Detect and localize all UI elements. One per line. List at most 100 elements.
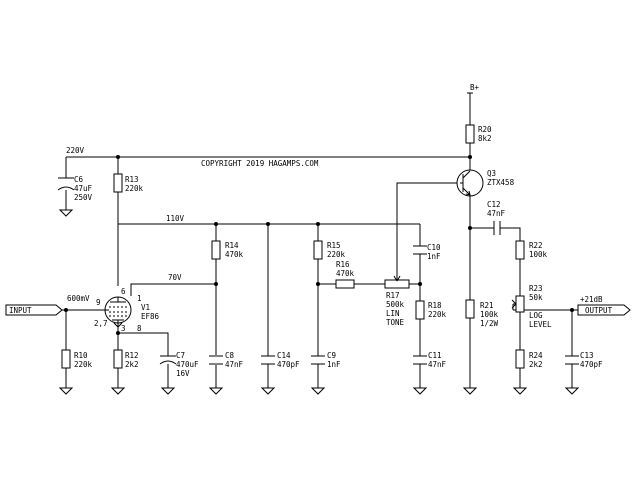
r15-ref: R15 [327,241,341,250]
capacitor-c6 [57,177,75,191]
q3-type: ZTX458 [487,178,515,187]
v1-pin-g3: 8 [137,324,142,333]
c7-value: 470uF [176,360,199,369]
output-port-arrow[interactable] [577,304,631,316]
ground-icon [208,387,224,395]
c6-rating: 250V [74,193,93,202]
v1-pin-g2: 1 [137,294,142,303]
ground-icon [58,387,74,395]
r14-value: 470k [225,250,244,259]
pot-wiper-arrow [393,275,401,282]
r17-value: 500k [386,300,405,309]
junction [116,155,120,159]
capacitor-c10 [413,245,427,255]
rail-220v: 220V [66,146,85,155]
junction [468,226,472,230]
resistor-r21 [465,299,475,319]
c8-ref: C8 [225,351,235,360]
c7-rating: 16V [176,369,190,378]
r24-value: 2k2 [529,360,543,369]
r14-ref: R14 [225,241,239,250]
r21-ref: R21 [480,301,494,310]
r12-ref: R12 [125,351,139,360]
r20-value: 8k2 [478,134,492,143]
capacitors [57,177,579,365]
c9-ref: C9 [327,351,336,360]
r24-ref: R24 [529,351,543,360]
v1-pin-g1: 9 [96,298,101,307]
copyright-text: COPYRIGHT 2019 HAGAMPS.COM [201,159,319,168]
r22-ref: R22 [529,241,543,250]
r16-value: 470k [336,269,355,278]
r23-ref: R23 [529,284,543,293]
input-label[interactable]: INPUT [9,306,32,315]
ground-icon [160,387,176,395]
capacitor-c14 [261,355,275,365]
input-port-arrow[interactable] [5,304,63,316]
resistor-r16 [335,279,355,289]
resistors [61,124,525,369]
c6-value: 47uF [74,184,93,193]
q3-ref: Q3 [487,169,496,178]
c10-value: 1nF [427,252,441,261]
junction [418,282,422,286]
r12-value: 2k2 [125,360,139,369]
pot-wiper-arrow [511,299,517,309]
transistor-q3-ztx458 [456,169,484,197]
r22-value: 100k [529,250,548,259]
ground-icon [310,387,326,395]
resistor-r14 [211,240,221,260]
output-label[interactable]: OUTPUT [585,306,613,315]
junctions [64,155,574,335]
r21-value: 100k [480,310,499,319]
resistor-r22 [515,240,525,260]
junction [316,282,320,286]
resistor-r12 [113,349,123,369]
r10-ref: R10 [74,351,88,360]
rail-70v: 70V [168,273,182,282]
potentiometer-r17 [384,279,410,289]
r23-value: 50k [529,293,543,302]
tube-v1-ef86 [104,296,132,328]
capacitor-c13 [565,355,579,365]
c14-value: 470pF [277,360,300,369]
ground-icon [412,387,428,395]
r17-taper: LIN [386,309,400,318]
r23-taper: LOG [529,311,543,320]
v1-type: EF86 [141,312,160,321]
ground-icon [260,387,276,395]
wires [62,93,578,388]
junction [316,222,320,226]
r17-function: TONE [386,318,405,327]
r10-value: 220k [74,360,93,369]
output-level-label: +21dB [580,295,603,304]
resistor-r20 [465,124,475,144]
ground-icon [58,209,74,217]
junction [468,155,472,159]
r21-rating: 1/2W [480,319,499,328]
r23-function: LEVEL [529,320,552,329]
junction [214,222,218,226]
rail-b-plus: B+ [470,83,480,92]
capacitor-c9 [311,355,325,365]
labels: COPYRIGHT 2019 HAGAMPS.COM B+ 220V 110V … [9,83,613,378]
c12-value: 47nF [487,209,506,218]
ground-icon [564,387,580,395]
r15-value: 220k [327,250,346,259]
capacitor-c8 [209,355,223,365]
c9-value: 1nF [327,360,341,369]
c14-ref: C14 [277,351,291,360]
ground-icon [110,387,126,395]
junction [570,308,574,312]
r13-value: 220k [125,184,144,193]
ground-icon [462,387,478,395]
r18-ref: R18 [428,301,442,310]
resistor-r18 [415,300,425,320]
r13-ref: R13 [125,175,139,184]
c13-ref: C13 [580,351,594,360]
ground-icon [512,387,528,395]
c7-ref: C7 [176,351,185,360]
r20-ref: R20 [478,125,492,134]
rail-110v: 110V [166,214,185,223]
